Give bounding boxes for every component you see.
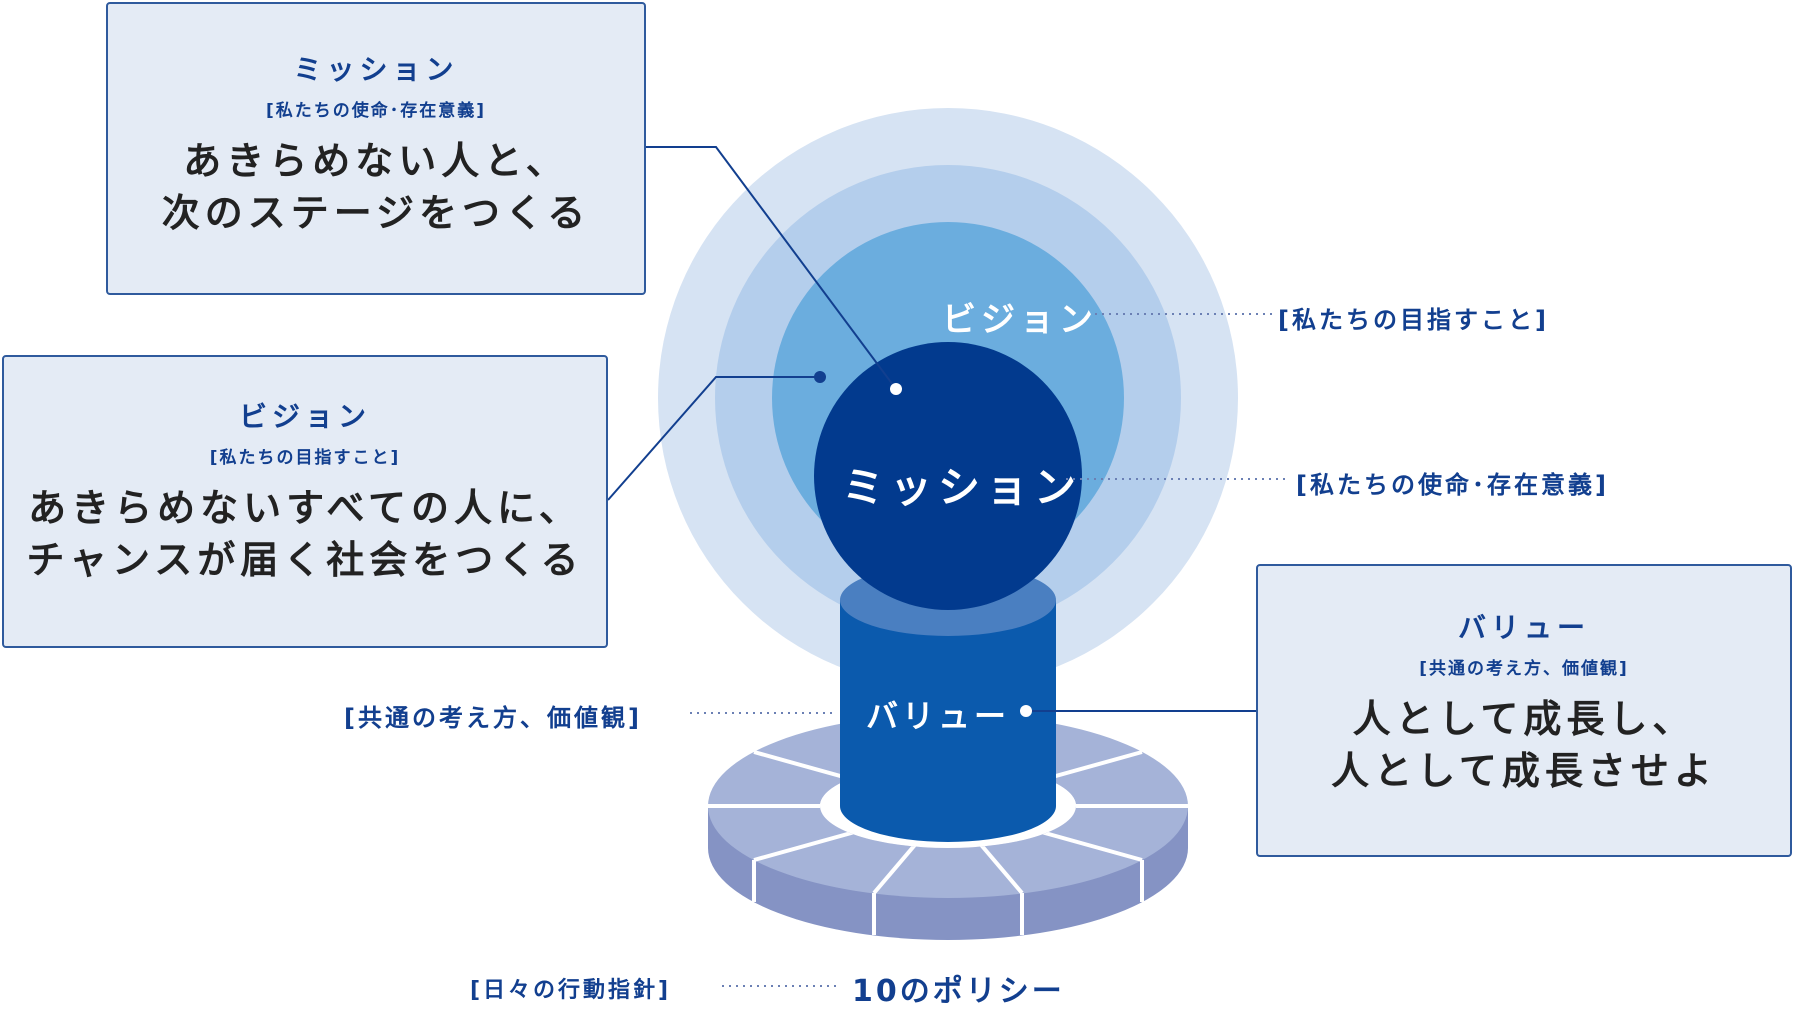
mission-sphere-label: ミッション xyxy=(842,463,1083,512)
vision-box: ビジョン [私たちの目指すこと] あきらめないすべての人に、 チャンスが届く社会… xyxy=(2,355,608,648)
mission-dot xyxy=(890,383,902,395)
vision-ring-note: [私たちの目指すこと] xyxy=(1278,306,1549,334)
mission-box-subtitle: [私たちの使命･存在意義] xyxy=(265,101,487,121)
mission-box-title: ミッション xyxy=(293,53,459,86)
vision-box-subtitle: [私たちの目指すこと] xyxy=(209,448,401,468)
vision-statement-line-2: チャンスが届く社会をつくる xyxy=(26,538,584,582)
vision-box-title: ビジョン xyxy=(238,400,371,433)
value-statement-line-1: 人として成長し、 xyxy=(1352,697,1696,741)
value-cylinder-note: [共通の考え方、価値観] xyxy=(344,704,642,732)
policy-base-note: [日々の行動指針] xyxy=(470,978,672,1003)
value-box: バリュー [共通の考え方、価値観] 人として成長し、 人として成長させよ xyxy=(1256,564,1792,857)
mission-statement-line-1: あきらめない人と、 xyxy=(183,139,569,183)
value-box-subtitle: [共通の考え方、価値観] xyxy=(1419,659,1629,679)
value-dot xyxy=(1020,705,1032,717)
value-cylinder-label: バリュー xyxy=(866,697,1011,735)
mission-box: ミッション [私たちの使命･存在意義] あきらめない人と、 次のステージをつくる xyxy=(106,2,646,295)
mission-sphere-note: [私たちの使命･存在意義] xyxy=(1296,471,1609,499)
vision-statement-line-1: あきらめないすべての人に、 xyxy=(28,486,582,530)
mission-sphere xyxy=(814,342,1082,610)
mission-connector xyxy=(646,146,897,390)
policy-base-label: 10のポリシー xyxy=(852,974,1065,1009)
value-statement-line-2: 人として成長させよ xyxy=(1331,749,1717,793)
mission-statement-line-2: 次のステージをつくる xyxy=(161,191,591,235)
vision-ring-label: ビジョン xyxy=(942,300,1098,340)
vision-connector xyxy=(607,376,820,501)
value-box-title: バリュー xyxy=(1457,611,1590,644)
vision-dot xyxy=(814,371,826,383)
